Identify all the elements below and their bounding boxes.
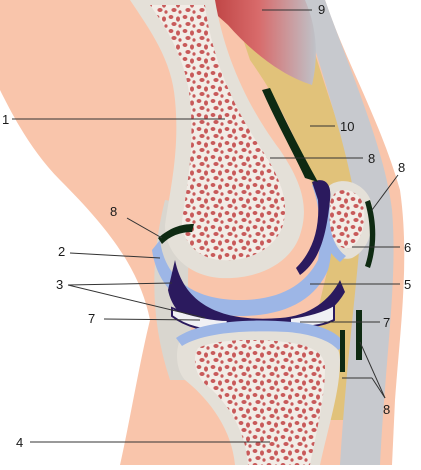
leader-8-upper-left xyxy=(126,217,163,239)
label-6: 6 xyxy=(404,240,411,255)
ligament-upper-left xyxy=(158,224,194,244)
label-1: 1 xyxy=(2,112,9,127)
quadriceps-muscle xyxy=(200,0,316,85)
leader-8-bottom-b xyxy=(371,377,386,399)
synovial-recess xyxy=(296,180,331,275)
label-8-patella: 8 xyxy=(398,160,405,175)
leader-8-patella xyxy=(371,174,399,211)
label-9: 9 xyxy=(318,2,325,17)
label-8-upper-left: 8 xyxy=(110,204,117,219)
label-7-left: 7 xyxy=(88,311,95,326)
label-8-top: 8 xyxy=(368,151,375,166)
leader-8-bottom-a xyxy=(359,341,386,399)
leader-3a xyxy=(67,282,173,286)
label-8-bottom: 8 xyxy=(383,402,390,417)
label-2: 2 xyxy=(58,244,65,259)
label-3: 3 xyxy=(56,277,63,292)
leader-2 xyxy=(69,252,161,259)
leader-3b xyxy=(67,284,206,319)
label-7-right: 7 xyxy=(383,315,390,330)
patella-marrow xyxy=(328,189,365,249)
ligament-bottom-a xyxy=(340,330,345,372)
label-5: 5 xyxy=(404,277,411,292)
ligament-patella xyxy=(365,200,376,268)
quadriceps-tendon xyxy=(300,0,394,465)
ligament-bottom-b xyxy=(356,310,362,360)
tibial-cartilage xyxy=(176,320,345,350)
leader-7-left xyxy=(103,318,201,321)
femur-marrow xyxy=(150,5,286,261)
label-10: 10 xyxy=(340,119,354,134)
tibia-marrow xyxy=(194,340,325,465)
label-4: 4 xyxy=(16,435,23,450)
